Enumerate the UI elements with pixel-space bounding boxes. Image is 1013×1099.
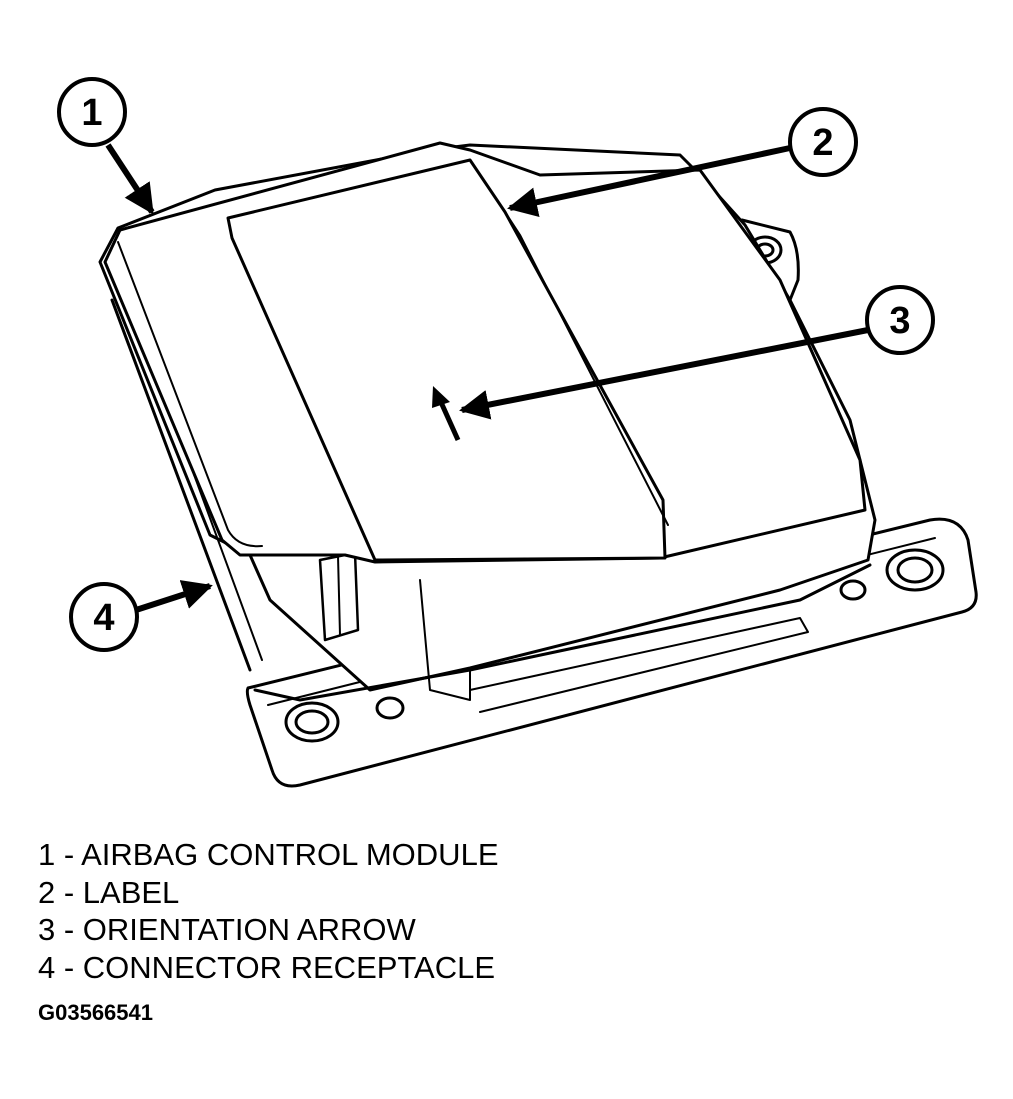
callout-1: 1	[57, 77, 127, 147]
leader-3	[459, 327, 869, 420]
callout-2: 2	[788, 107, 858, 177]
legend-item-4: 4 - CONNECTOR RECEPTACLE	[38, 949, 496, 985]
parts-legend: 1 - AIRBAG CONTROL MODULE 2 - LABEL 3 - …	[38, 836, 499, 986]
legend-item-1: 1 - AIRBAG CONTROL MODULE	[38, 837, 499, 872]
callout-1-number: 1	[81, 92, 102, 134]
figure-id: G03566541	[38, 1000, 153, 1025]
callout-4-number: 4	[93, 597, 114, 639]
callout-4: 4	[69, 582, 139, 652]
legend-item-3: 3 - ORIENTATION ARROW	[38, 912, 416, 947]
airbag-module-illustration: 1 2 3 4	[57, 77, 978, 788]
callout-2-number: 2	[812, 122, 833, 164]
callout-3-number: 3	[889, 300, 910, 342]
orientation-arrow-icon	[432, 386, 461, 442]
leader-2	[507, 145, 791, 218]
callout-3: 3	[865, 285, 935, 355]
label-panel	[226, 158, 667, 562]
leader-4	[135, 580, 213, 613]
leader-1	[105, 143, 155, 215]
legend-item-2: 2 - LABEL	[38, 874, 180, 910]
